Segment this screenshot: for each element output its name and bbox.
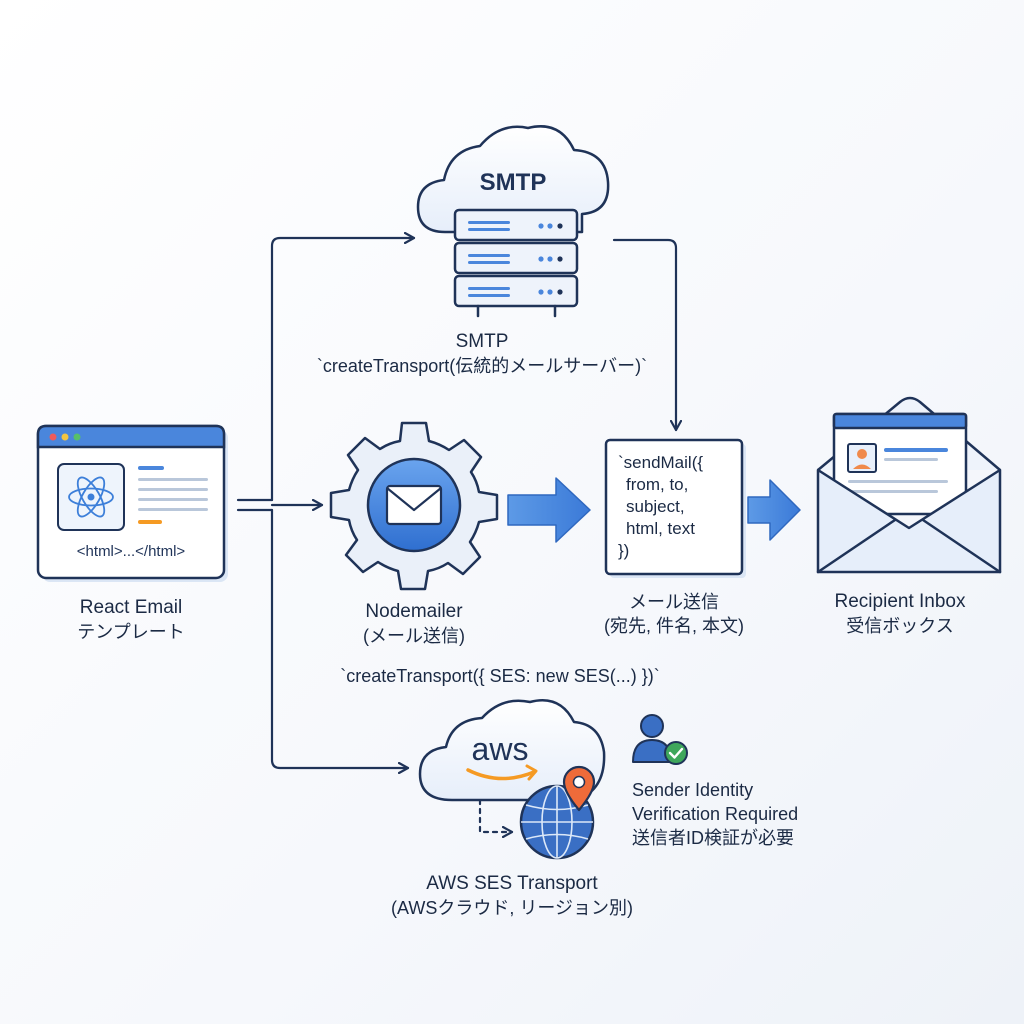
- smtp-cloud-label: SMTP: [480, 169, 547, 196]
- sendmail-title: メール送信: [629, 592, 719, 612]
- sendmail-card: [604, 438, 746, 578]
- aws-cloud-icon: [418, 699, 606, 802]
- edge-to-ses: [270, 508, 410, 768]
- arrow-sendmail-to-inbox: [747, 479, 801, 541]
- user-check-icon: [632, 714, 688, 765]
- smtp-title: SMTP: [455, 331, 509, 352]
- sendmail-code: `sendMail({ from, to, subject, html, tex…: [618, 452, 738, 562]
- map-pin-icon: [562, 765, 596, 812]
- ses-edge-label-text: `createTransport({ SES: new SES(...) })`: [340, 666, 660, 686]
- ses-subtitle: (AWSクラウド, リージョン別): [391, 898, 633, 918]
- sendmail-code-line: from, to,: [626, 475, 689, 494]
- react-email-subtitle: テンプレート: [77, 622, 185, 642]
- verification-line2: Verification Required: [632, 804, 799, 824]
- edge-to-smtp: [270, 238, 416, 502]
- react-atom-icon: [68, 476, 114, 518]
- smtp-cloud-icon: [416, 125, 610, 234]
- react-email-label: React Email テンプレート: [40, 596, 222, 644]
- smtp-label: SMTP `createTransport(伝統的メールサーバー)`: [262, 330, 702, 378]
- arrow-nodemailer-to-sendmail: [507, 477, 591, 543]
- edge-aws-dashed: [478, 798, 514, 832]
- aws-cloud-label: aws: [472, 731, 529, 767]
- verification-label: Sender Identity Verification Required 送信…: [632, 778, 862, 850]
- nodemailer-subtitle: (メール送信): [363, 626, 465, 646]
- sendmail-code-line: html, text: [626, 519, 695, 538]
- inbox-label: Recipient Inbox 受信ボックス: [800, 590, 1000, 638]
- sendmail-label: メール送信 (宛先, 件名, 本文): [586, 590, 762, 638]
- gear-envelope-icon: [329, 421, 499, 591]
- nodemailer-title: Nodemailer: [365, 601, 463, 622]
- nodemailer-label: Nodemailer (メール送信): [314, 600, 514, 648]
- react-email-code: <html>...</html>: [77, 543, 186, 560]
- sendmail-code-line: `sendMail({: [618, 453, 704, 472]
- sendmail-code-line: subject,: [626, 497, 685, 516]
- ses-edge-label: `createTransport({ SES: new SES(...) })`: [290, 664, 710, 688]
- smtp-subtitle: `createTransport(伝統的メールサーバー)`: [316, 356, 648, 376]
- ses-label: AWS SES Transport (AWSクラウド, リージョン別): [372, 872, 652, 920]
- verification-line1: Sender Identity: [632, 780, 754, 800]
- inbox-title: Recipient Inbox: [834, 591, 966, 612]
- envelope-inbox-icon: [816, 396, 1002, 574]
- edge-smtp-to-sendmail: [612, 238, 676, 432]
- sendmail-subtitle: (宛先, 件名, 本文): [604, 616, 744, 636]
- ses-title: AWS SES Transport: [426, 873, 598, 894]
- server-rack-icon: [453, 208, 579, 318]
- sendmail-code-line: }): [618, 541, 630, 560]
- react-email-title: React Email: [79, 597, 183, 618]
- verification-line3: 送信者ID検証が必要: [632, 828, 794, 848]
- inbox-subtitle: 受信ボックス: [846, 616, 954, 636]
- react-email-window: [36, 424, 228, 582]
